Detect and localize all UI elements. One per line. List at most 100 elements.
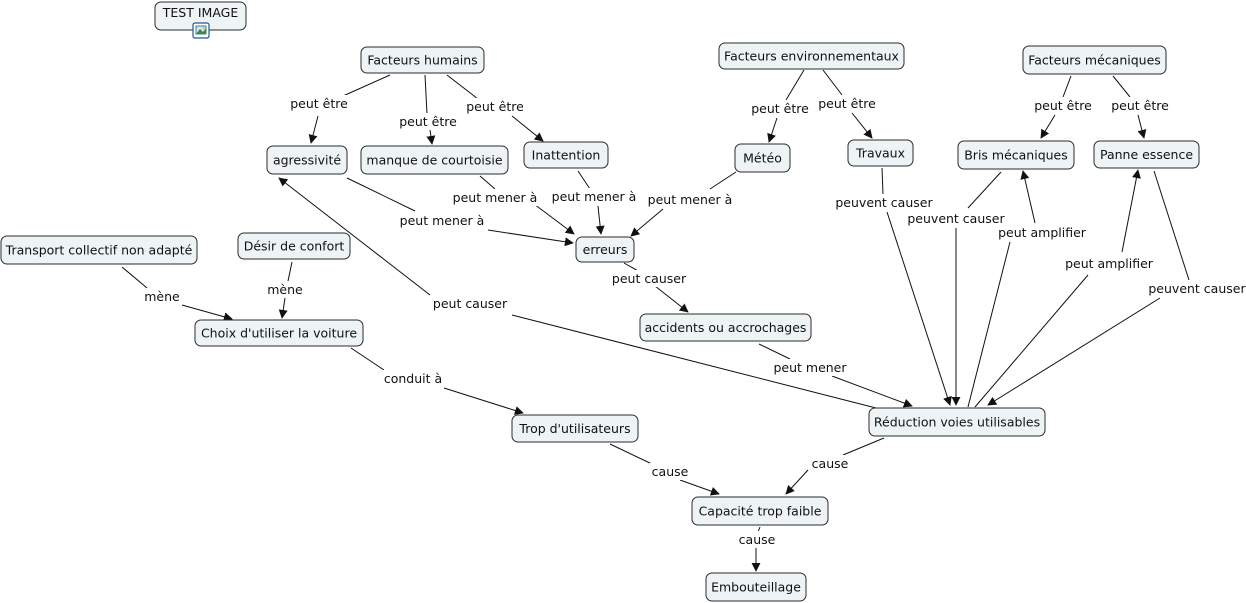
link-fe-to-met: peut être [749,69,812,143]
concept-fe[interactable]: Facteurs environnementaux [718,42,905,70]
link-line [511,314,877,409]
link-line [278,177,431,296]
concept-met[interactable]: Météo [734,143,791,173]
link-label: peuvent causer [1148,281,1246,296]
link-label: peuvent causer [835,195,933,210]
link-mdc-to-err: peut mener à [450,175,575,235]
link-tra-to-rvu: peuvent causer [833,167,952,406]
link-line [654,285,689,313]
concept-cuv[interactable]: Choix d'utiliser la voiture [194,319,364,347]
link-label: peut être [751,101,809,116]
concept-fh[interactable]: Facteurs humains [360,46,485,74]
link-line [1040,114,1056,139]
link-tcn-to-cuv: mène [121,266,233,322]
concept-label: accidents ou accrochages [645,320,807,335]
concept-label: Facteurs environnementaux [724,49,899,64]
link-line [842,437,885,456]
link-line [785,69,805,101]
concept-ctf[interactable]: Capacité trop faible [691,496,829,526]
concept-ina[interactable]: Inattention [523,141,609,169]
concept-box [1093,140,1200,169]
link-label: peut être [818,96,876,111]
image-icon[interactable] [192,22,210,39]
link-line [767,117,778,143]
link-label-bg [771,359,850,376]
concept-agr[interactable]: agressivité [266,145,348,175]
link-rvu-to-agr: peut causer [278,177,877,409]
link-cuv-to-tdu: conduit à [350,347,524,415]
concept-box [639,313,812,342]
link-pan-to-rvu: peuvent causer [987,170,1246,406]
concept-label: agressivité [273,153,341,168]
link-line [346,177,416,212]
link-rvu-to-ctf: cause [785,437,885,495]
link-ddc-to-cuv: mène [265,261,306,319]
link-label-bg [549,188,639,205]
concept-label: Réduction voies utilisables [874,415,1040,430]
concept-label: Facteurs humains [367,53,477,68]
concept-label: Panne essence [1100,147,1193,162]
link-line [709,171,737,190]
link-label-bg [265,281,306,298]
link-line [278,297,288,319]
link-label-bg [645,191,735,208]
link-rvu-to-pan: peut amplifier [974,169,1156,408]
concept-bri[interactable]: Bris mécaniques [957,140,1075,170]
link-ina-to-err: peut mener à [549,170,639,235]
link-fh-to-ina: peut être [446,74,544,142]
link-label-bg [288,95,351,112]
link-label: peut mener à [400,213,485,228]
concept-mdc[interactable]: manque de courtoisie [360,145,509,175]
link-line [785,469,809,495]
link-acc-to-rvu: peut mener [758,343,913,408]
concept-tdu[interactable]: Trop d'utilisateurs [511,414,639,443]
link-label-bg [397,212,487,229]
concept-rvu[interactable]: Réduction voies utilisables [868,407,1046,437]
link-label: peut causer [433,296,508,311]
link-line [443,387,524,415]
link-label-bg [833,194,936,211]
concept-label: Embouteillage [711,580,801,595]
link-ctf-to-emb: cause [736,526,778,572]
link-label-bg [996,224,1089,241]
link-line [1062,75,1072,98]
concept-err[interactable]: erreurs [575,236,635,263]
link-line [446,74,479,100]
link-line [679,479,720,496]
link-label-bg [816,95,879,112]
concept-ddc[interactable]: Désir de confort [237,232,351,260]
concept-fm[interactable]: Facteurs mécaniques [1022,45,1167,75]
concept-tcn[interactable]: Transport collectif non adapté [0,235,198,265]
link-label: cause [812,456,849,471]
concept-box [847,139,914,167]
link-bri-to-rvu: peuvent causer [905,171,1008,406]
link-line [1112,75,1131,98]
link-line [967,241,1011,408]
link-line [350,347,385,371]
link-label-bg [464,98,527,115]
link-label-bg [809,455,851,472]
concept-emb[interactable]: Embouteillage [705,572,807,602]
concept-acc[interactable]: accidents ou accrochages [639,313,812,342]
link-line [967,171,1002,209]
concept-label: manque de courtoisie [366,153,502,168]
link-err-to-acc: peut causer [609,262,689,313]
link-line [822,69,843,96]
concept-box [868,407,1046,437]
concept-box [0,235,198,265]
concept-box [237,232,351,260]
link-line [424,74,428,115]
concept-pan[interactable]: Panne essence [1093,140,1200,169]
concept-label: Transport collectif non adapté [5,243,193,258]
link-label-bg [649,463,691,480]
link-rvu-to-bri: peut amplifier [967,170,1089,408]
link-label-bg [430,295,510,312]
link-fe-to-tra: peut être [816,69,879,139]
concept-tra[interactable]: Travaux [847,139,914,167]
concept-label: Facteurs mécaniques [1028,53,1161,68]
link-line [577,170,591,190]
concept-label: Bris mécaniques [964,148,1068,163]
link-fh-to-agr: peut être [288,74,391,144]
concept-test[interactable]: TEST IMAGE [154,1,247,31]
link-line [974,274,1089,408]
